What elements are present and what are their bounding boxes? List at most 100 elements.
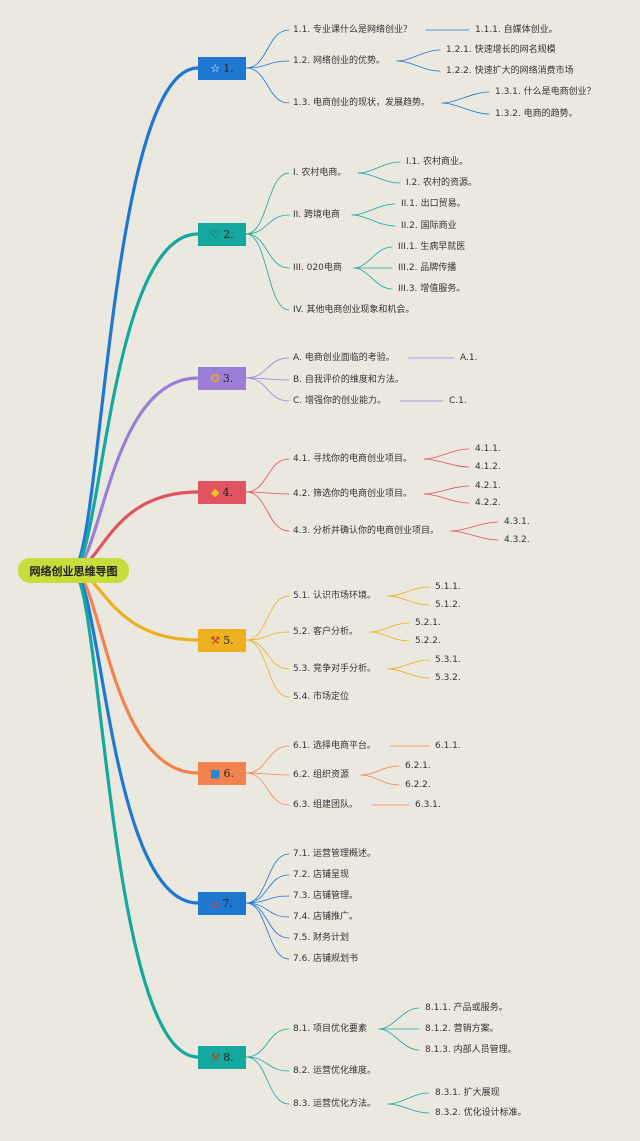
hammer-icon: ⚒ — [210, 1051, 221, 1064]
branch-connector — [245, 772, 290, 776]
topic-item[interactable]: A. 电商创业面临的考验。 — [293, 353, 395, 363]
branch-connector — [245, 458, 290, 493]
subtopic-item[interactable]: 1.2.1. 快速增长的网名规模 — [446, 45, 556, 55]
subtopic-item[interactable]: 8.3.1. 扩大展现 — [435, 1088, 500, 1098]
subtopic-connector — [387, 1103, 430, 1114]
subtopic-item[interactable]: 5.2.1. — [415, 618, 441, 628]
topic-item[interactable]: 7.1. 运营管理概述。 — [293, 849, 377, 859]
topic-item[interactable]: 4.2. 筛选你的电商创业项目。 — [293, 489, 413, 499]
branch-connector — [245, 491, 290, 532]
subtopic-item[interactable]: 8.1.3. 内部人员管理。 — [425, 1045, 517, 1055]
subtopic-item[interactable]: 6.2.1. — [405, 761, 431, 771]
topic-item[interactable]: 4.3. 分析并确认你的电商创业项目。 — [293, 526, 440, 536]
topic-item[interactable]: C. 增强你的创业能力。 — [293, 396, 387, 406]
subtopic-item[interactable]: 5.3.2. — [435, 673, 461, 683]
branch-connector — [245, 377, 290, 402]
subtopic-item[interactable]: 1.3.2. 电商的趋势。 — [495, 109, 578, 119]
topic-item[interactable]: II. 跨境电商 — [293, 210, 341, 220]
topic-item[interactable]: 5.3. 竞争对手分析。 — [293, 664, 377, 674]
subtopic-connector — [423, 485, 470, 495]
subtopic-item[interactable]: 1.2.2. 快速扩大的网络消费市场 — [446, 66, 574, 76]
topic-item[interactable]: 4.1. 寻找你的电商创业项目。 — [293, 454, 413, 464]
heart-icon: ♡ — [210, 228, 221, 241]
subtopic-item[interactable]: 1.1.1. 自媒体创业。 — [475, 25, 558, 35]
subtopic-item[interactable]: II.2. 国际商业 — [401, 221, 457, 231]
subtopic-item[interactable]: C.1. — [449, 396, 467, 406]
subtopic-connector — [353, 246, 393, 269]
branch-connector — [245, 67, 290, 104]
subtopic-item[interactable]: 4.3.1. — [504, 517, 530, 527]
branch-label: 8. — [223, 1051, 234, 1064]
topic-item[interactable]: 1.2. 网络创业的优势。 — [293, 56, 386, 66]
branch-connector — [245, 357, 290, 379]
subtopic-item[interactable]: I.2. 农村的资源。 — [406, 178, 477, 188]
subtopic-item[interactable]: 4.1.2. — [475, 462, 501, 472]
topic-item[interactable]: 8.1. 项目优化要素 — [293, 1024, 368, 1034]
topic-item[interactable]: 6.2. 组织资源 — [293, 770, 350, 780]
topic-item[interactable]: III. 020电商 — [293, 263, 342, 273]
star-icon: ☆ — [210, 62, 221, 75]
topic-item[interactable]: 6.3. 组建团队。 — [293, 800, 359, 810]
subtopic-item[interactable]: 8.3.2. 优化设计标准。 — [435, 1108, 527, 1118]
subtopic-item[interactable]: 4.2.2. — [475, 498, 501, 508]
subtopic-item[interactable]: 8.1.1. 产品或服务。 — [425, 1003, 508, 1013]
branch-node-1[interactable]: ☆1. — [198, 57, 246, 80]
branch-node-6[interactable]: ■6. — [198, 762, 246, 785]
subtopic-item[interactable]: 5.1.1. — [435, 582, 461, 592]
subtopic-item[interactable]: III.3. 增值服务。 — [398, 284, 466, 294]
subtopic-item[interactable]: 5.3.1. — [435, 655, 461, 665]
topic-item[interactable]: 7.5. 财务计划 — [293, 933, 350, 943]
topic-item[interactable]: IV. 其他电商创业现象和机会。 — [293, 305, 415, 315]
topic-item[interactable]: 8.3. 运营优化方法。 — [293, 1099, 377, 1109]
subtopic-item[interactable]: A.1. — [460, 353, 478, 363]
subtopic-item[interactable]: I.1. 农村商业。 — [406, 157, 468, 167]
subtopic-item[interactable]: 6.2.2. — [405, 780, 431, 790]
subtopic-item[interactable]: 5.1.2. — [435, 600, 461, 610]
branch-label: 3. — [222, 372, 234, 385]
topic-item[interactable]: 5.1. 认识市场环境。 — [293, 591, 377, 601]
topic-item[interactable]: 7.2. 店铺呈现 — [293, 870, 350, 880]
topic-item[interactable]: 5.4. 市场定位 — [293, 692, 350, 702]
topic-item[interactable]: I. 农村电商。 — [293, 168, 347, 178]
topic-item[interactable]: 7.4. 店铺推广。 — [293, 912, 359, 922]
topic-item[interactable]: 7.6. 店铺规划书 — [293, 954, 359, 964]
subtopic-item[interactable]: 8.1.2. 营销方案。 — [425, 1024, 499, 1034]
subtopic-item[interactable]: 5.2.2. — [415, 636, 441, 646]
subtopic-connector — [369, 622, 410, 633]
subtopic-item[interactable]: III.2. 品牌传播 — [398, 263, 457, 273]
branch-node-7[interactable]: ⌂7. — [198, 892, 246, 915]
subtopic-item[interactable]: 4.2.1. — [475, 481, 501, 491]
branch-node-5[interactable]: ⚒5. — [198, 629, 246, 652]
branch-connector — [245, 214, 290, 235]
topic-item[interactable]: 1.3. 电商创业的现状，发展趋势。 — [293, 98, 431, 108]
branch-node-8[interactable]: ⚒8. — [198, 1046, 246, 1069]
branch-node-4[interactable]: ◆4. — [198, 481, 246, 504]
topic-item[interactable]: 1.1. 专业课什么是网络创业？ — [293, 25, 413, 35]
topic-item[interactable]: 8.2. 运营优化维度。 — [293, 1066, 377, 1076]
topic-item[interactable]: 6.1. 选择电商平台。 — [293, 741, 377, 751]
root-connector — [70, 568, 200, 905]
root-node[interactable]: 网络创业思维导图 — [18, 558, 129, 583]
subtopic-item[interactable]: III.1. 生病早就医 — [398, 242, 466, 252]
subtopic-item[interactable]: 4.3.2. — [504, 535, 530, 545]
branch-node-2[interactable]: ♡2. — [198, 223, 246, 246]
subtopic-item[interactable]: 1.3.1. 什么是电商创业？ — [495, 87, 596, 97]
topic-item[interactable]: B. 自我评价的维度和方法。 — [293, 375, 404, 385]
branch-connector — [245, 895, 290, 904]
branch-label: 7. — [222, 897, 233, 910]
branch-connector — [245, 874, 290, 904]
subtopic-item[interactable]: 6.3.1. — [415, 800, 441, 810]
subtopic-connector — [441, 91, 490, 104]
branch-connector — [245, 772, 290, 806]
topic-item[interactable]: 5.2. 客户分析。 — [293, 627, 359, 637]
subtopic-item[interactable]: 6.1.1. — [435, 741, 461, 751]
subtopic-item[interactable]: II.1. 出口贸易。 — [401, 199, 466, 209]
tools-icon: ⚒ — [210, 634, 221, 647]
subtopic-connector — [450, 521, 499, 532]
topic-item[interactable]: 7.3. 店铺管理。 — [293, 891, 359, 901]
subtopic-item[interactable]: 4.1.1. — [475, 444, 501, 454]
branch-connector — [245, 233, 290, 311]
branch-node-3[interactable]: ✪3. — [198, 367, 246, 390]
subtopic-connector — [423, 458, 470, 468]
